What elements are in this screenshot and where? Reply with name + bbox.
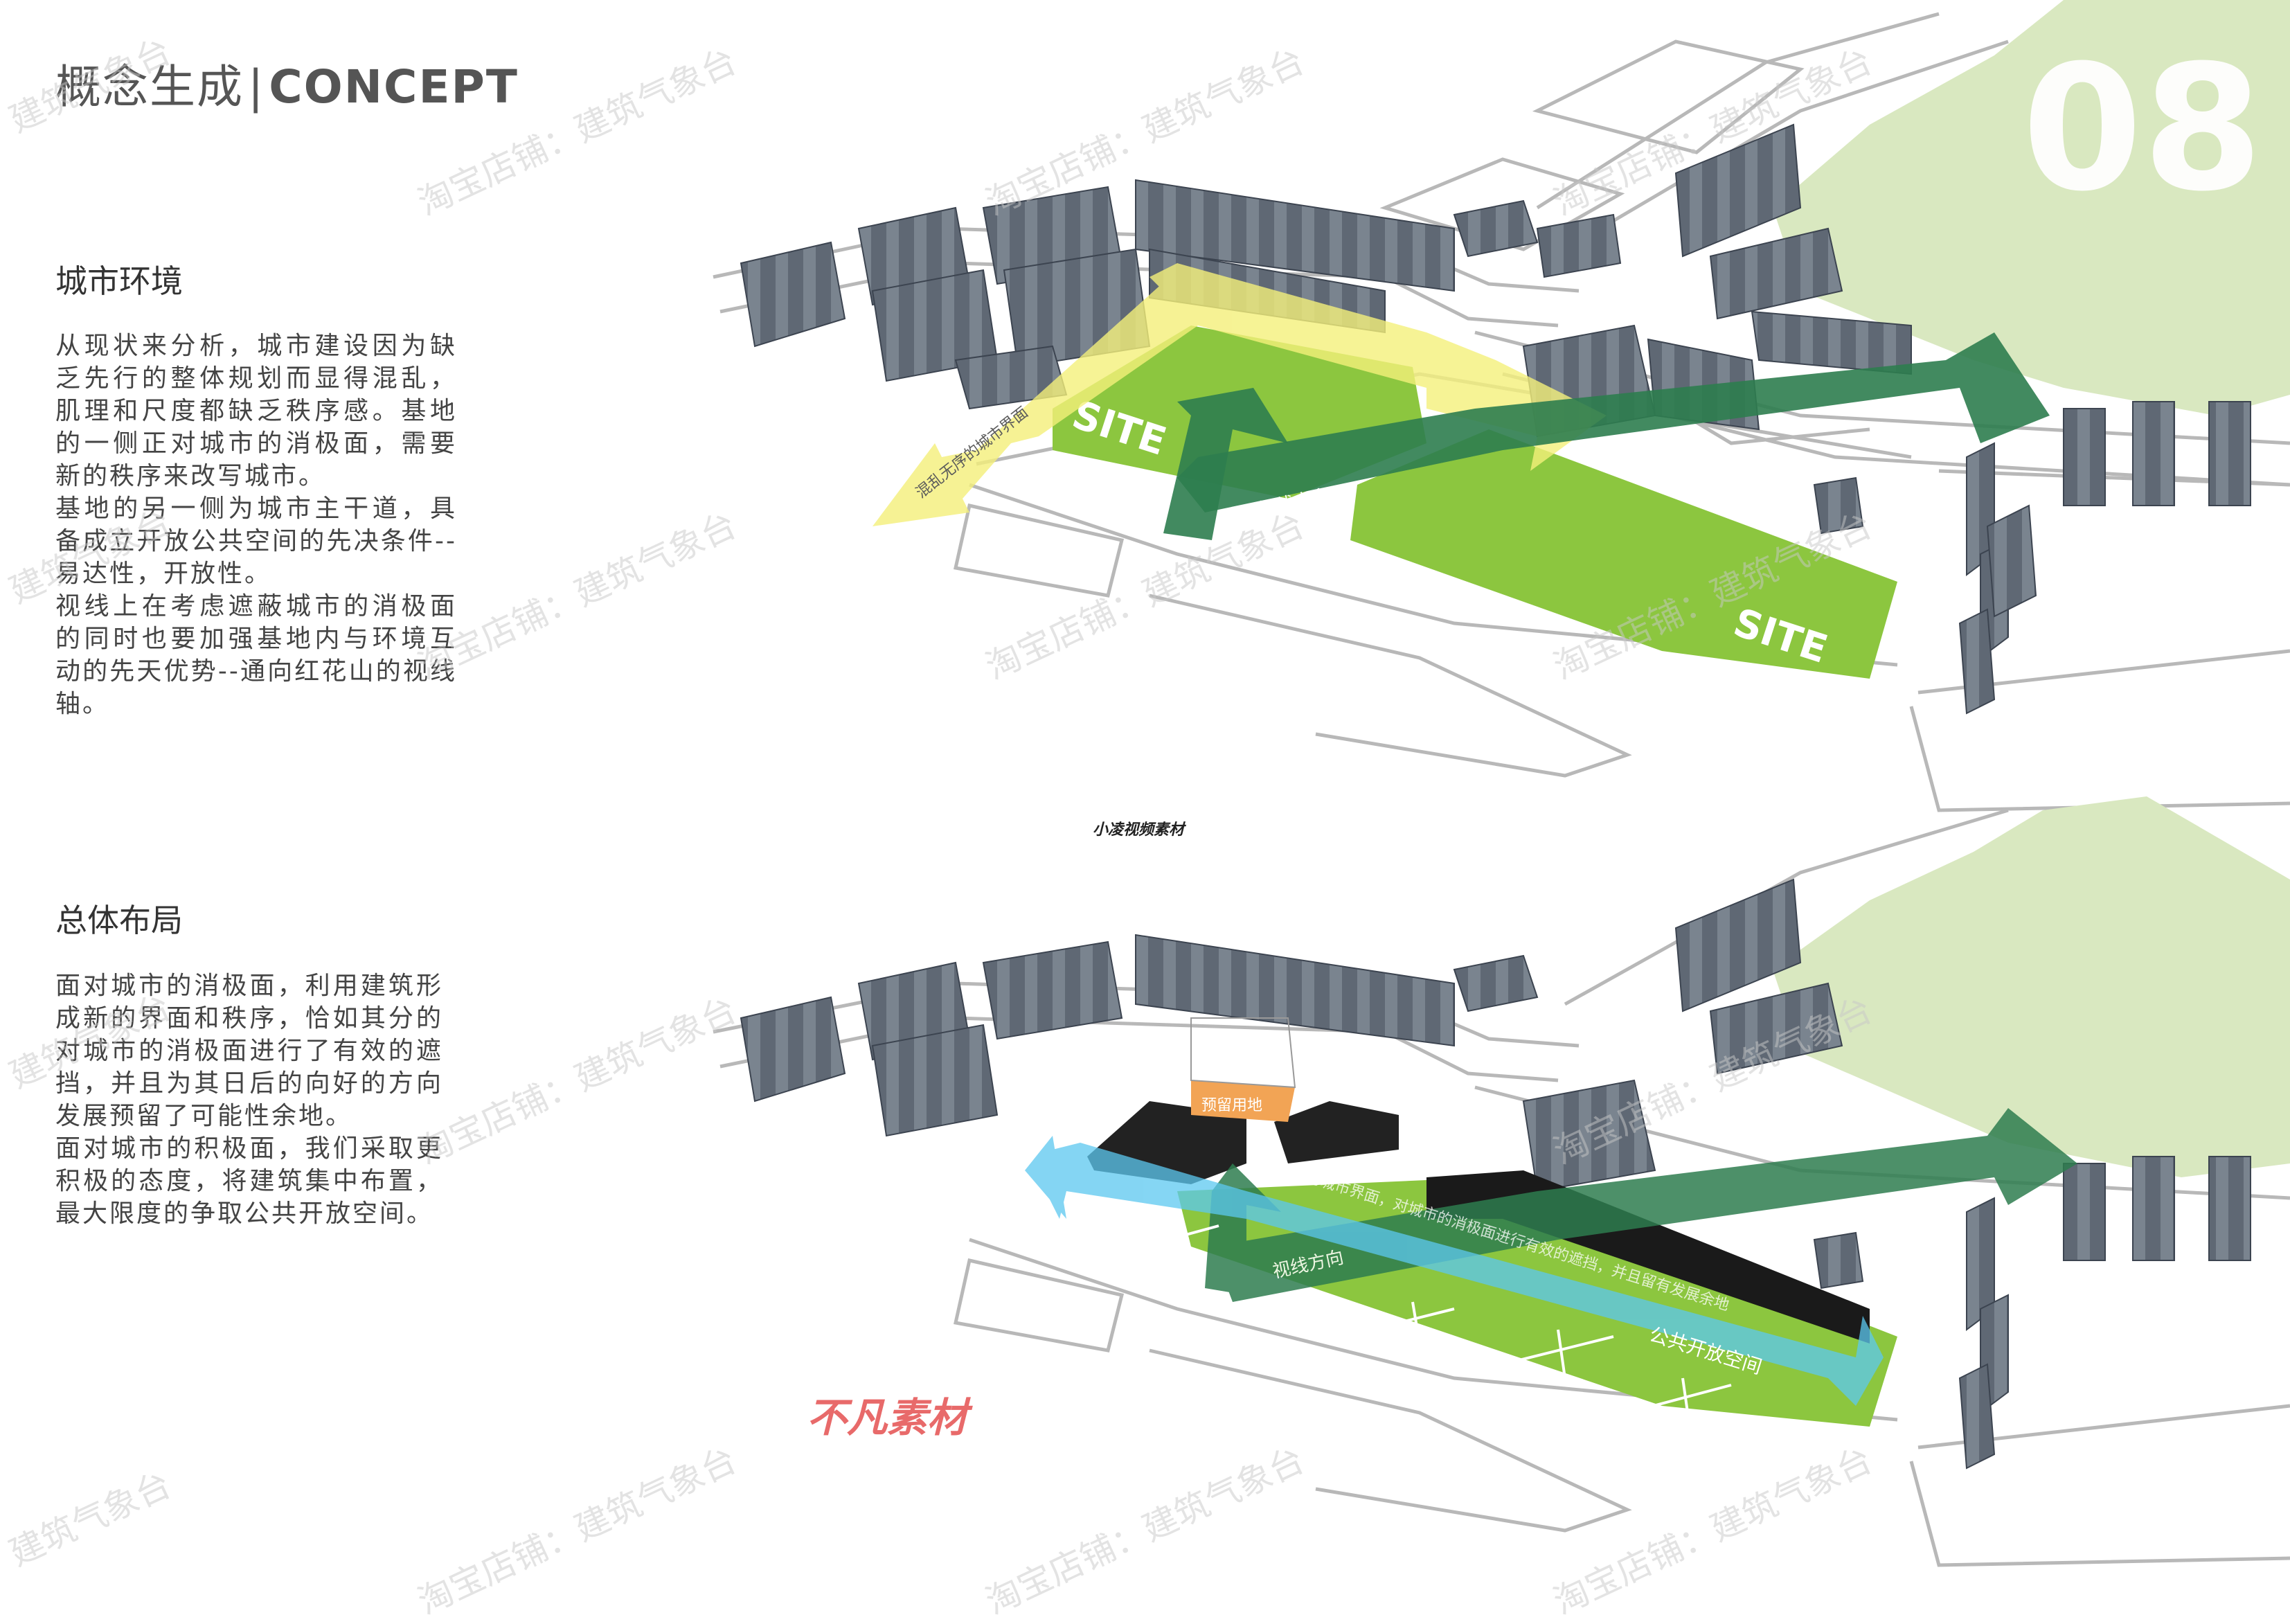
existing-buildings-top <box>1453 123 1912 535</box>
site-area-2 <box>1350 429 1897 679</box>
section2-text: 面对城市的消极面，利用建筑形成新的界面和秩序，恰如其分的对城市的消极面进行了有效… <box>55 970 443 1230</box>
page-title: 概念生成|CONCEPT <box>55 50 519 116</box>
reserved-land-label: 预留用地 <box>1201 1097 1262 1114</box>
view-direction-arrow: 视线方向 <box>1163 332 2050 540</box>
title-en: CONCEPT <box>269 60 519 114</box>
diagram-urban-environment: SITE SITE 混乱无序的城市界面 视线方向 <box>713 0 2290 812</box>
section1-heading: 城市环境 <box>55 262 183 300</box>
title-cn: 概念生成 <box>55 60 244 114</box>
section2-paragraph: 面对城市的消极面，利用建筑形成新的界面和秩序，恰如其分的对城市的消极面进行了有效… <box>55 972 443 1130</box>
section1-paragraph: 基地的另一侧为城市主干道，具备成立开放公共空间的先决条件--易达性，开放性。 <box>55 494 457 588</box>
title-separator: | <box>248 60 265 114</box>
existing-buildings-2 <box>740 878 2251 1470</box>
hill-area <box>1773 0 2290 416</box>
section1-paragraph: 从现状来分析，城市建设因为缺乏先行的整体规划而显得混乱，肌理和尺度都缺乏秩序感。… <box>55 332 457 490</box>
section2-paragraph: 面对城市的积极面，我们采取更积极的态度，将建筑集中布置，最大限度的争取公共开放空… <box>55 1134 443 1228</box>
page-number: 08 <box>2022 28 2263 229</box>
diagram-overall-layout: 预留用地 视线方向 简单有序的城市界面，对城市的消极面进行有效的遮挡，并且留有发… <box>713 796 2290 1567</box>
hill-area-2 <box>1773 796 2290 1177</box>
caption: 小凌视频素材 <box>1093 821 1185 839</box>
ghost-tower <box>1190 1017 1296 1089</box>
brand-watermark: 不凡素材 <box>807 1394 968 1441</box>
section1-paragraph: 视线上在考虑遮蔽城市的消极面的同时也要加强基地内与环境互动的先天优势--通向红花… <box>55 592 457 718</box>
section2-heading: 总体布局 <box>55 902 183 939</box>
section1-text: 从现状来分析，城市建设因为缺乏先行的整体规划而显得混乱，肌理和尺度都缺乏秩序感。… <box>55 330 457 720</box>
existing-towers-right <box>1958 401 2251 715</box>
reserved-land <box>1191 1080 1295 1122</box>
proposed-block-2 <box>1274 1101 1399 1163</box>
expansion-arrows <box>1142 1218 1732 1427</box>
